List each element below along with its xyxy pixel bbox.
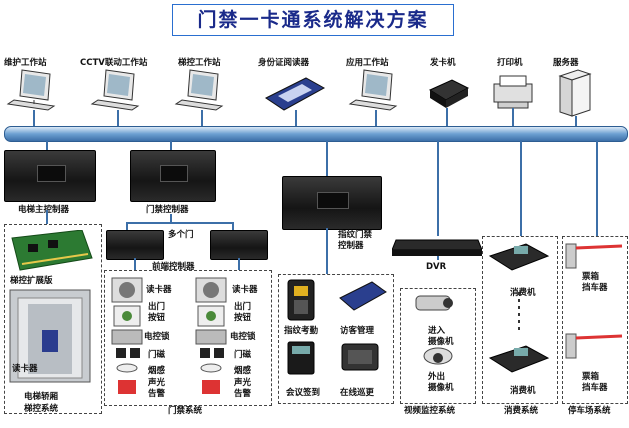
page-title: 门禁一卡通系统解决方案 — [172, 4, 454, 36]
label-fingerprint-controller: 指纹门禁 控制器 — [338, 230, 373, 251]
label-elevator-car: 电梯轿厢 — [24, 392, 59, 402]
label-app-workstation: 应用工作站 — [346, 58, 389, 68]
label-parking-system: 停车场系统 — [568, 406, 611, 416]
label-expansion-board: 梯控扩展版 — [10, 276, 53, 286]
expansion-board-icon — [11, 230, 93, 271]
bus-drop — [596, 140, 598, 236]
bus-drop — [437, 140, 439, 236]
door-devices-left — [111, 277, 143, 394]
label-right-lock: 电控锁 — [230, 332, 256, 342]
video-system-box — [400, 288, 476, 404]
label-barrier-1: 票箱 挡车器 — [582, 272, 608, 293]
label-right-reader: 读卡器 — [232, 285, 258, 295]
label-pos-1: 消费机 — [510, 288, 536, 298]
network-bus — [4, 126, 628, 142]
connector — [170, 214, 172, 224]
connector — [126, 222, 128, 232]
label-right-exit-button: 出门 按钮 — [234, 302, 252, 323]
computer-icon — [6, 69, 56, 111]
pos-devices — [488, 243, 550, 373]
label-maintenance-workstation: 维护工作站 — [4, 58, 47, 68]
label-server: 服务器 — [553, 58, 579, 68]
computer-icon — [90, 69, 140, 111]
pos-system-box — [482, 236, 558, 404]
label-left-reader: 读卡器 — [146, 285, 172, 295]
fingerprint-controller — [282, 176, 382, 230]
bus-drop — [46, 140, 48, 150]
label-pos-system: 消费系统 — [504, 406, 539, 416]
label-multi-door: 多个门 — [168, 230, 194, 240]
connector — [134, 258, 136, 270]
bus-drop — [326, 140, 328, 176]
label-visitor: 访客管理 — [340, 326, 375, 336]
parking-system-box — [562, 236, 628, 404]
label-patrol: 在线巡更 — [340, 388, 375, 398]
fingerprint-system-box — [278, 274, 394, 404]
computer-icon — [174, 69, 224, 111]
label-elevator-main-controller: 电梯主控制器 — [18, 205, 70, 215]
id-card-reader-icon — [265, 77, 326, 111]
label-dvr: DVR — [426, 262, 447, 272]
dvr-icon — [392, 239, 482, 256]
elevator-system-box — [4, 224, 102, 414]
front-controller-right — [210, 230, 268, 260]
label-left-alarm: 声光 告警 — [148, 378, 166, 399]
label-door-system: 门禁系统 — [168, 406, 203, 416]
server-icon — [558, 69, 592, 117]
label-cctv-workstation: CCTV联动工作站 — [80, 58, 148, 68]
parking-devices — [565, 243, 623, 359]
connector — [126, 222, 234, 224]
bus-drop — [170, 140, 172, 150]
label-pos-2: 消费机 — [510, 386, 536, 396]
label-id-reader: 身份证阅读器 — [258, 58, 310, 68]
door-devices-right — [195, 277, 227, 394]
label-left-exit-button: 出门 按钮 — [148, 302, 166, 323]
label-meeting: 会议签到 — [286, 388, 321, 398]
label-front-controller: 前端控制器 — [152, 262, 195, 272]
label-right-smoke: 烟感 — [234, 366, 252, 376]
cameras-icon — [415, 295, 453, 365]
label-printer: 打印机 — [497, 58, 523, 68]
label-door-controller: 门禁控制器 — [146, 205, 189, 215]
door-system-box — [104, 270, 272, 406]
label-right-alarm: 声光 告警 — [234, 378, 252, 399]
connector — [232, 222, 234, 232]
label-barrier-2: 票箱 挡车器 — [582, 372, 608, 393]
label-left-magnet: 门磁 — [148, 350, 166, 360]
connector — [46, 210, 48, 224]
label-card-issuer: 发卡机 — [430, 58, 456, 68]
elevator-car-icon — [9, 289, 91, 383]
bus-drop — [520, 140, 522, 236]
connector — [326, 228, 328, 274]
connector — [437, 256, 439, 260]
elevator-main-controller — [4, 150, 96, 202]
computer-icon — [348, 69, 398, 111]
connector — [238, 258, 240, 270]
label-elevator-workstation: 梯控工作站 — [178, 58, 221, 68]
label-fingerprint-attendance: 指纹考勤 — [284, 326, 319, 336]
label-right-magnet: 门磁 — [234, 350, 252, 360]
door-controller — [130, 150, 216, 202]
label-elevator-system: 梯控系统 — [24, 404, 59, 414]
label-left-smoke: 烟感 — [148, 366, 166, 376]
label-elevator-reader: 读卡器 — [12, 364, 38, 374]
top-devices-icons — [6, 69, 592, 128]
label-left-lock: 电控锁 — [144, 332, 170, 342]
label-out-camera: 外出 摄像机 — [428, 372, 454, 393]
fingerprint-devices — [287, 279, 387, 375]
printer-icon — [493, 75, 533, 109]
label-video-system: 视频监控系统 — [404, 406, 456, 416]
front-controller-left — [106, 230, 164, 260]
label-in-camera: 进入 摄像机 — [428, 326, 454, 347]
card-issuer-icon — [428, 79, 470, 108]
